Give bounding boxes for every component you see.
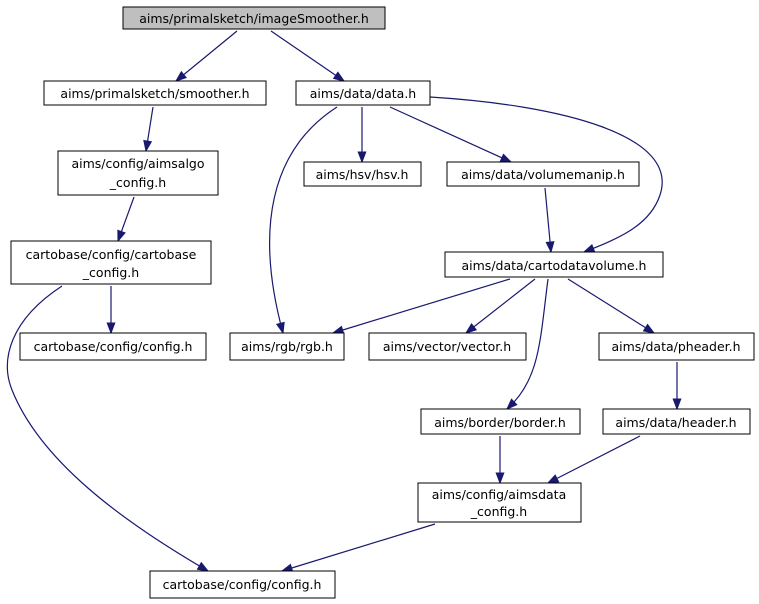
node-cartobase-config[interactable]: cartobase/config/cartobase _config.h xyxy=(10,240,212,285)
edge-data-to-hsv xyxy=(357,107,367,164)
node-label: aims/rgb/rgb.h xyxy=(241,339,333,354)
node-label-line2: _config.h xyxy=(109,175,166,190)
edge-data-to-cartodatavolume xyxy=(429,96,663,253)
node-label: aims/primalsketch/imageSmoother.h xyxy=(139,11,369,26)
edge-cartodatavolume-to-pheader xyxy=(567,278,656,334)
edge-data-to-volumemanip xyxy=(389,106,513,163)
edge-pheader-to-header xyxy=(672,362,682,411)
node-data[interactable]: aims/data/data.h xyxy=(295,80,431,106)
edge-aimsdata-config-to-config-bottom xyxy=(280,523,436,573)
node-vector[interactable]: aims/vector/vector.h xyxy=(368,332,527,361)
node-hsv[interactable]: aims/hsv/hsv.h xyxy=(303,161,422,187)
edge-aimsalgo-config-to-cartobase-config xyxy=(117,196,135,243)
edge-data-to-rgb xyxy=(269,106,338,335)
node-label: aims/primalsketch/smoother.h xyxy=(60,86,249,101)
edge-image-smoother-to-smoother xyxy=(174,30,238,82)
node-pheader[interactable]: aims/data/pheader.h xyxy=(598,332,755,361)
node-image-smoother[interactable]: aims/primalsketch/imageSmoother.h xyxy=(122,6,386,30)
node-label-line1: aims/config/aimsdata xyxy=(432,487,566,502)
node-label-line2: _config.h xyxy=(82,265,139,280)
node-smoother[interactable]: aims/primalsketch/smoother.h xyxy=(43,80,267,106)
node-label-line2: _config.h xyxy=(470,504,527,519)
node-label: aims/data/data.h xyxy=(310,86,416,101)
edge-cartodatavolume-to-vector xyxy=(464,278,536,334)
node-label: aims/hsv/hsv.h xyxy=(316,167,409,182)
edge-cartodatavolume-to-rgb xyxy=(331,278,511,335)
edge-cartobase-config-to-config-bottom xyxy=(6,285,210,572)
edge-smoother-to-aimsalgo-config xyxy=(143,106,154,153)
edge-cartodatavolume-to-border xyxy=(505,278,549,410)
node-volumemanip[interactable]: aims/data/volumemanip.h xyxy=(446,161,640,187)
node-label: cartobase/config/config.h xyxy=(163,577,322,592)
edge-cartobase-config-to-config-mid xyxy=(106,286,116,335)
node-header[interactable]: aims/data/header.h xyxy=(602,408,751,435)
node-label: aims/data/cartodatavolume.h xyxy=(462,258,647,273)
node-label: aims/data/volumemanip.h xyxy=(461,167,625,182)
node-rgb[interactable]: aims/rgb/rgb.h xyxy=(229,332,345,361)
node-cartodatavolume[interactable]: aims/data/cartodatavolume.h xyxy=(444,251,664,278)
edge-image-smoother-to-data xyxy=(270,30,346,82)
node-border[interactable]: aims/border/border.h xyxy=(420,408,581,435)
edge-volumemanip-to-cartodatavolume xyxy=(544,187,555,254)
node-config-mid[interactable]: cartobase/config/config.h xyxy=(19,332,207,361)
node-config-bottom[interactable]: cartobase/config/config.h xyxy=(149,570,336,599)
node-label: aims/vector/vector.h xyxy=(383,339,511,354)
node-label: aims/border/border.h xyxy=(434,415,566,430)
edge-header-to-aimsdata-config xyxy=(546,435,641,484)
node-label-line1: aims/config/aimsalgo xyxy=(71,156,204,171)
node-aimsalgo-config[interactable]: aims/config/aimsalgo _config.h xyxy=(57,150,219,196)
edge-layer xyxy=(6,30,682,573)
node-label-line1: cartobase/config/cartobase xyxy=(26,247,197,262)
node-label: aims/data/header.h xyxy=(615,415,736,430)
node-label: aims/data/pheader.h xyxy=(611,339,740,354)
node-layer: aims/primalsketch/imageSmoother.h aims/p… xyxy=(10,6,755,599)
edge-border-to-aimsdata-config xyxy=(495,436,505,485)
node-label: cartobase/config/config.h xyxy=(34,339,193,354)
node-aimsdata-config[interactable]: aims/config/aimsdata _config.h xyxy=(417,482,582,523)
